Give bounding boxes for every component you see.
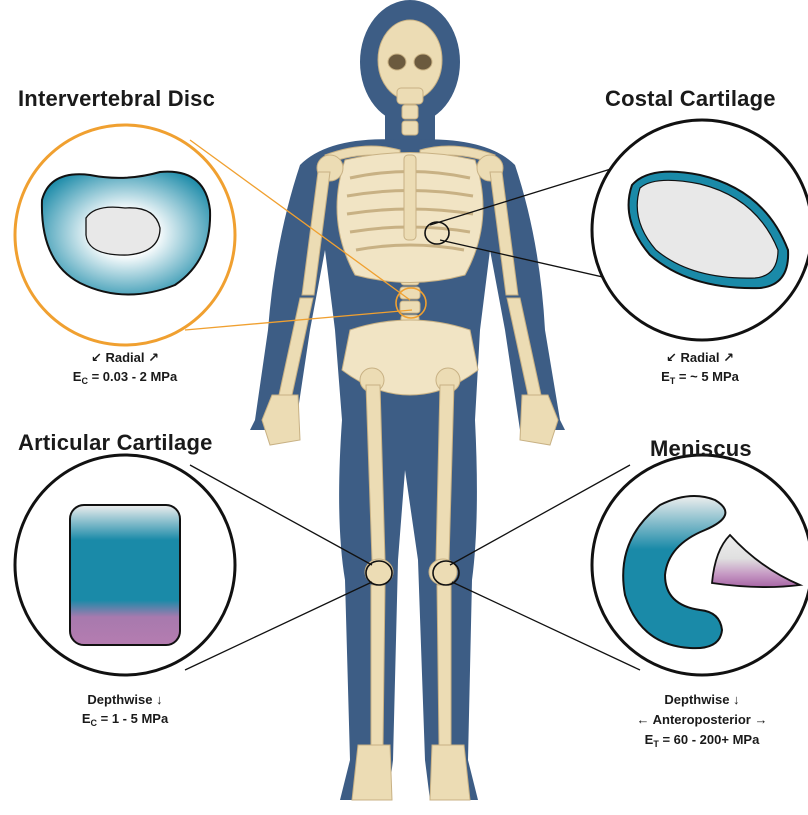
meniscus-caption: Depthwise ↓ ← Anteroposterior → ET = 60 … bbox=[612, 690, 792, 754]
costal-title: Costal Cartilage bbox=[605, 86, 776, 112]
sternum bbox=[404, 155, 416, 240]
meniscus-direction2: ← Anteroposterior → bbox=[612, 710, 792, 730]
disc-direction-label: Radial bbox=[105, 350, 144, 365]
meniscus-direction: Depthwise ↓ bbox=[612, 690, 792, 710]
costal-direction-label: Radial bbox=[680, 350, 719, 365]
disc-inset bbox=[15, 125, 235, 345]
costal-modulus: ET = ~ 5 MPa bbox=[640, 367, 760, 391]
meniscus-direction2-label: Anteroposterior bbox=[653, 712, 751, 727]
costal-inset bbox=[592, 120, 808, 340]
articular-modulus-sub: C bbox=[90, 718, 97, 728]
meniscus-modulus-value: = 60 - 200+ MPa bbox=[662, 732, 759, 747]
meniscus-direction-label: Depthwise bbox=[664, 692, 729, 707]
costal-modulus-sub: T bbox=[670, 376, 676, 386]
articular-title: Articular Cartilage bbox=[18, 430, 213, 456]
disc-title: Intervertebral Disc bbox=[18, 86, 215, 112]
disc-nucleus bbox=[86, 207, 160, 255]
articular-modulus: EC = 1 - 5 MPa bbox=[60, 709, 190, 733]
costal-modulus-letter: E bbox=[661, 369, 670, 384]
meniscus-inset bbox=[592, 455, 808, 675]
articular-modulus-value: = 1 - 5 MPa bbox=[101, 711, 169, 726]
disc-modulus: EC = 0.03 - 2 MPa bbox=[60, 367, 190, 391]
costal-caption: ↙ Radial ↗ ET = ~ 5 MPa bbox=[640, 348, 760, 391]
articular-caption: Depthwise ↓ EC = 1 - 5 MPa bbox=[60, 690, 190, 733]
meniscus-title: Meniscus bbox=[650, 436, 752, 462]
disc-modulus-sub: C bbox=[81, 376, 88, 386]
articular-direction: Depthwise ↓ bbox=[60, 690, 190, 709]
disc-modulus-value: = 0.03 - 2 MPa bbox=[92, 369, 178, 384]
articular-direction-label: Depthwise bbox=[87, 692, 152, 707]
meniscus-modulus: ET = 60 - 200+ MPa bbox=[612, 730, 792, 754]
disc-direction: ↙ Radial ↗ bbox=[60, 348, 190, 367]
disc-caption: ↙ Radial ↗ EC = 0.03 - 2 MPa bbox=[60, 348, 190, 391]
costal-modulus-value: = ~ 5 MPa bbox=[679, 369, 739, 384]
articular-block bbox=[70, 505, 180, 645]
meniscus-modulus-sub: T bbox=[653, 739, 659, 749]
costal-direction: ↙ Radial ↗ bbox=[640, 348, 760, 367]
articular-inset bbox=[15, 455, 235, 675]
